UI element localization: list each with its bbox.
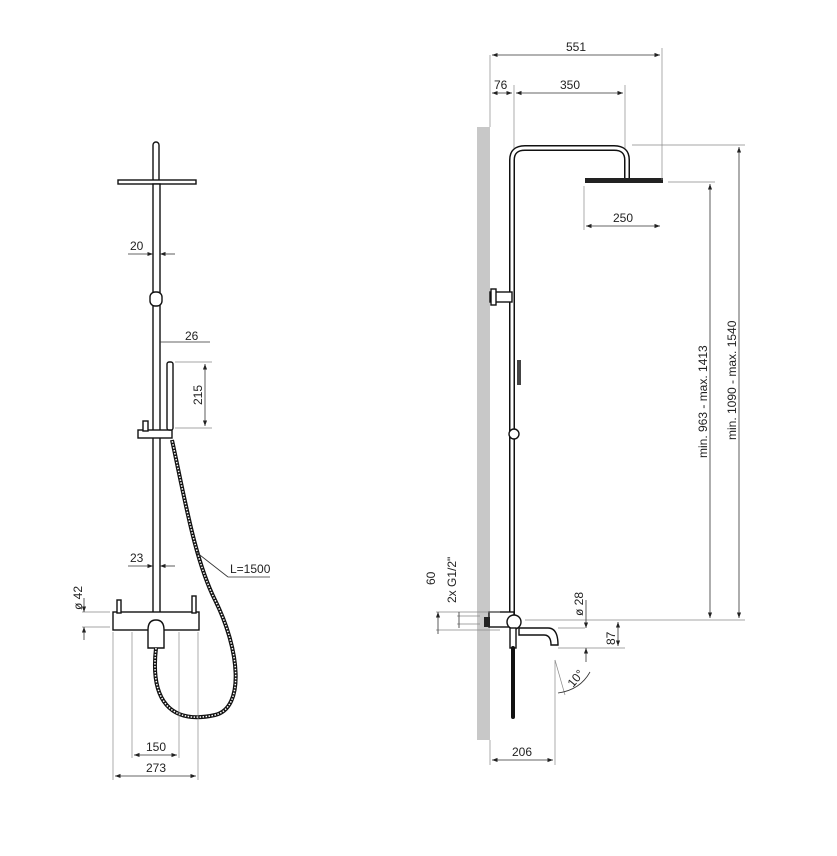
dim-wall-offset: 76 bbox=[494, 78, 508, 92]
dim-overall-projection: 551 bbox=[566, 40, 586, 54]
dim-spout-angle: 10° bbox=[565, 667, 588, 690]
front-view: 20 26 215 23 L=1500 ø 42 150 273 bbox=[71, 141, 271, 780]
wall-bracket-plate bbox=[490, 288, 497, 306]
mixer-handle-left bbox=[116, 599, 122, 614]
dim-connections: 2x G1/2" bbox=[445, 557, 459, 603]
shower-hose bbox=[153, 439, 238, 720]
dim-body-diameter: ø 42 bbox=[71, 586, 85, 610]
bath-spout bbox=[518, 627, 559, 646]
ext-line-spout-angle bbox=[554, 659, 566, 696]
dim-height-range-top: min. 1090 - max. 1540 bbox=[725, 320, 739, 440]
dim-handshower-offset: 26 bbox=[185, 329, 199, 343]
slider-knob bbox=[142, 420, 149, 432]
hose-connector bbox=[147, 619, 165, 649]
dim-head-diameter: 250 bbox=[613, 211, 633, 225]
dim-bar-diameter: 23 bbox=[130, 551, 144, 565]
mixer-handle-right bbox=[191, 595, 197, 614]
hand-shower bbox=[517, 360, 521, 385]
dim-spout-diameter: ø 28 bbox=[572, 592, 586, 616]
mixer bbox=[506, 614, 522, 630]
shower-arm-inner bbox=[510, 146, 629, 620]
shower-head-stem bbox=[152, 141, 160, 183]
hand-shower bbox=[166, 361, 174, 431]
leader-line-hose bbox=[195, 551, 229, 578]
shower-head bbox=[585, 178, 663, 183]
bar-bracket bbox=[149, 291, 163, 307]
shower-arm bbox=[509, 145, 630, 620]
side-view: 551 76 350 250 min. 963 - max. 1413 min.… bbox=[424, 40, 745, 765]
dim-inlet-spacing: 150 bbox=[146, 740, 166, 754]
riser-bar bbox=[152, 183, 161, 615]
wall-connection bbox=[484, 617, 490, 627]
dim-spout-drop: 87 bbox=[604, 631, 618, 645]
dim-body-width: 273 bbox=[146, 761, 166, 775]
dim-handshower-length: 215 bbox=[191, 385, 205, 405]
dim-spout-projection: 206 bbox=[512, 745, 532, 759]
hose-connector bbox=[509, 627, 517, 649]
slider bbox=[508, 428, 520, 440]
dim-arc-spout-angle bbox=[557, 671, 591, 694]
dim-arm-length: 350 bbox=[560, 78, 580, 92]
wall-bracket bbox=[489, 291, 513, 303]
dim-pipe-offset: 20 bbox=[130, 239, 144, 253]
shower-hose-texture bbox=[154, 439, 237, 718]
wall bbox=[477, 127, 490, 740]
dim-inlet-offset: 60 bbox=[424, 571, 438, 585]
dim-height-range-head: min. 963 - max. 1413 bbox=[696, 345, 710, 458]
slider bbox=[137, 429, 173, 439]
dim-hose-length: L=1500 bbox=[230, 562, 271, 576]
